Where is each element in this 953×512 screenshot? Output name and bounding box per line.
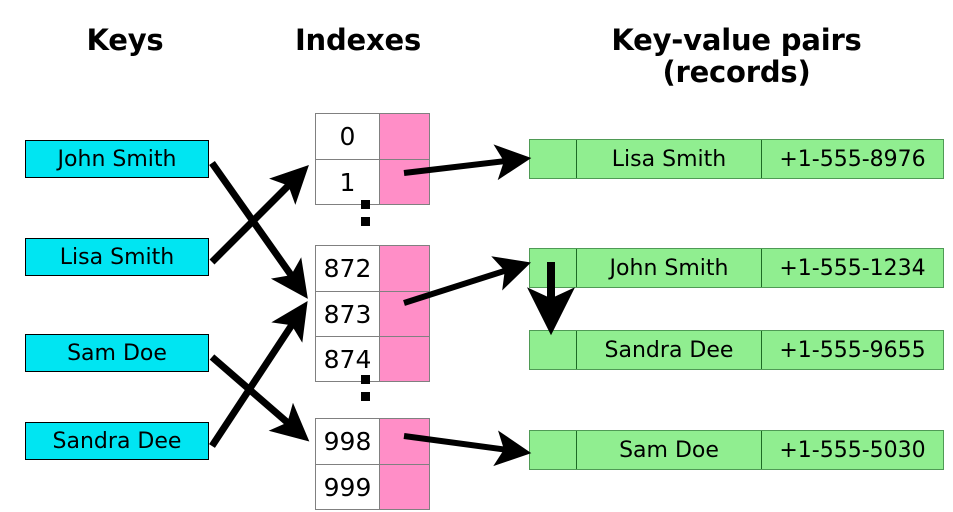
index-slot[interactable] — [379, 160, 429, 204]
ellipsis-dot — [360, 392, 370, 401]
key-box-john-smith[interactable]: John Smith — [25, 140, 209, 178]
index-number: 999 — [316, 465, 379, 509]
index-ellipsis-bottom — [357, 375, 373, 409]
record-phone: +1-555-5030 — [761, 431, 943, 469]
index-group-bottom: 998 999 — [315, 418, 430, 510]
record-pointer-cell — [530, 249, 576, 287]
index-slot[interactable] — [379, 465, 429, 509]
index-slot[interactable] — [379, 292, 429, 336]
ellipsis-dot — [360, 200, 370, 209]
ellipsis-dot — [360, 375, 370, 384]
index-number: 998 — [316, 419, 379, 464]
index-slot[interactable] — [379, 419, 429, 464]
record-pointer-cell — [530, 431, 576, 469]
record-pointer-cell — [530, 331, 576, 369]
ellipsis-dot — [360, 217, 370, 226]
column-heading-keys: Keys — [86, 23, 164, 57]
key-label: John Smith — [57, 146, 177, 172]
record-name: Sam Doe — [576, 431, 761, 469]
record-lisa-smith[interactable]: Lisa Smith +1-555-8976 — [529, 139, 944, 179]
key-box-lisa-smith[interactable]: Lisa Smith — [25, 238, 209, 276]
index-row[interactable]: 0 — [316, 114, 429, 159]
index-row[interactable]: 873 — [316, 291, 429, 336]
record-name: Sandra Dee — [576, 331, 761, 369]
key-box-sam-doe[interactable]: Sam Doe — [25, 334, 209, 372]
record-sam-doe[interactable]: Sam Doe +1-555-5030 — [529, 430, 944, 470]
index-slot[interactable] — [379, 114, 429, 159]
index-row[interactable]: 1 — [316, 159, 429, 204]
index-number: 1 — [316, 160, 379, 204]
index-slot[interactable] — [379, 337, 429, 381]
index-slot[interactable] — [379, 246, 429, 291]
record-name: John Smith — [576, 249, 761, 287]
index-number: 874 — [316, 337, 379, 381]
key-label: Sandra Dee — [52, 428, 182, 454]
index-ellipsis-top — [357, 200, 373, 234]
arrow-sam-doe-to-998 — [209, 354, 310, 442]
key-label: Sam Doe — [67, 340, 167, 366]
record-name: Lisa Smith — [576, 140, 761, 178]
record-pointer-cell — [530, 140, 576, 178]
index-group-top: 0 1 — [315, 113, 430, 205]
key-box-sandra-dee[interactable]: Sandra Dee — [25, 422, 209, 460]
record-phone: +1-555-9655 — [761, 331, 943, 369]
column-heading-indexes: Indexes — [294, 23, 422, 57]
record-john-smith[interactable]: John Smith +1-555-1234 — [529, 248, 944, 288]
column-heading-records: Key-value pairs (records) — [611, 23, 862, 90]
index-row[interactable]: 999 — [316, 464, 429, 509]
index-row[interactable]: 872 — [316, 246, 429, 291]
arrow-sandra-dee-to-873 — [209, 300, 308, 448]
arrow-john-smith-to-873 — [209, 160, 308, 299]
index-number: 873 — [316, 292, 379, 336]
index-number: 872 — [316, 246, 379, 291]
index-number: 0 — [316, 114, 379, 159]
index-row[interactable]: 998 — [316, 419, 429, 464]
key-label: Lisa Smith — [59, 244, 175, 270]
record-phone: +1-555-8976 — [761, 140, 943, 178]
arrow-lisa-smith-to-1 — [209, 165, 309, 265]
index-group-middle: 872 873 874 — [315, 245, 430, 382]
record-sandra-dee[interactable]: Sandra Dee +1-555-9655 — [529, 330, 944, 370]
index-row[interactable]: 874 — [316, 336, 429, 381]
record-phone: +1-555-1234 — [761, 249, 943, 287]
